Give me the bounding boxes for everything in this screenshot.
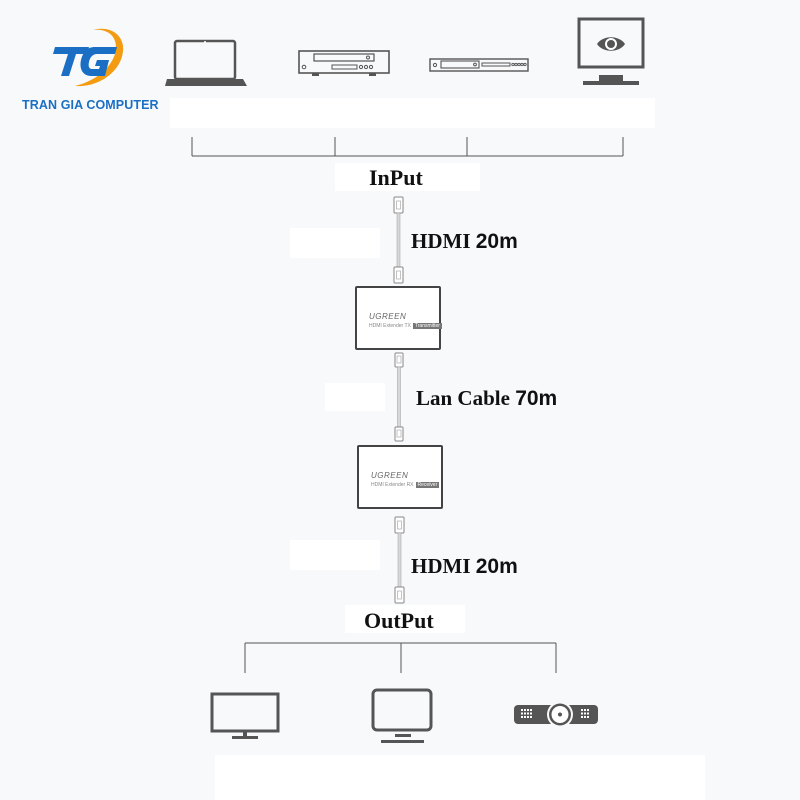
background-patch bbox=[290, 540, 380, 570]
monitor-eye-icon bbox=[577, 17, 645, 85]
logo-mark-icon bbox=[53, 28, 124, 87]
cable-length: 20m bbox=[475, 555, 518, 578]
input-label: InPut bbox=[369, 165, 423, 190]
background-patch bbox=[325, 383, 385, 411]
hdmi-cable-icon bbox=[394, 516, 405, 604]
extender-brand: UGREEN bbox=[369, 312, 407, 321]
cable-label-hdmi-input: HDMI 20m bbox=[411, 229, 518, 254]
company-name: TRAN GIA COMPUTER bbox=[22, 98, 159, 112]
cable-length: 20m bbox=[475, 230, 518, 253]
hdmi-cable-icon bbox=[393, 196, 404, 284]
extender-brand: UGREEN bbox=[371, 471, 409, 480]
cable-length: 70m bbox=[515, 387, 558, 410]
background-patch bbox=[335, 163, 480, 191]
cable-type: HDMI bbox=[411, 554, 471, 578]
background-patch bbox=[215, 755, 705, 800]
cable-label-lan: Lan Cable 70m bbox=[416, 386, 557, 411]
background-patch bbox=[170, 98, 655, 128]
background-patch bbox=[290, 228, 380, 258]
background-patch bbox=[345, 605, 465, 633]
output-label: OutPut bbox=[364, 608, 434, 633]
monitor-icon bbox=[371, 688, 433, 743]
tv-icon bbox=[210, 692, 280, 739]
laptop-icon bbox=[165, 39, 247, 86]
output-connector-lines bbox=[244, 642, 557, 673]
dvd-player-icon bbox=[298, 50, 390, 76]
set-top-box-icon bbox=[429, 58, 529, 72]
lan-cable-icon bbox=[394, 352, 404, 442]
cable-label-hdmi-output: HDMI 20m bbox=[411, 554, 518, 579]
projector-icon bbox=[514, 701, 598, 728]
cable-type: Lan Cable bbox=[416, 386, 510, 410]
cable-type: HDMI bbox=[411, 229, 471, 253]
